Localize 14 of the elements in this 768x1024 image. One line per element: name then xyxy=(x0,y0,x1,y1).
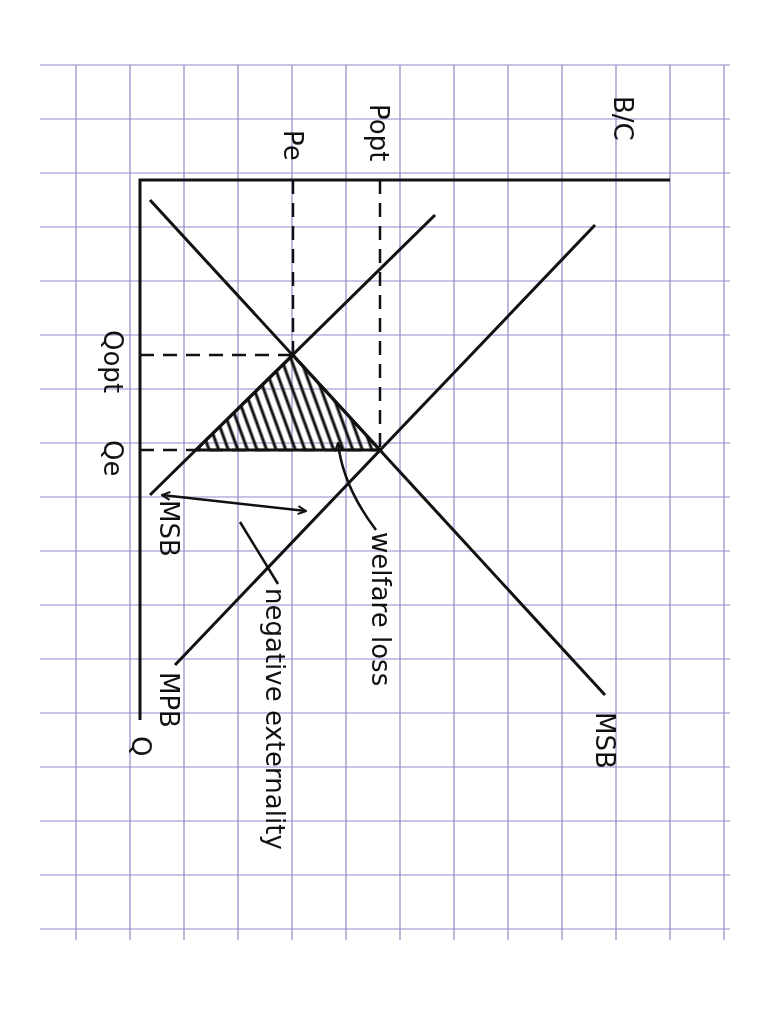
annotation-text: welfare loss xyxy=(366,532,396,687)
annotation-text: negative externality xyxy=(260,588,290,850)
quantity-label: Qe xyxy=(98,440,128,477)
leader-line xyxy=(238,521,280,585)
quantity-label: Qopt xyxy=(98,330,128,394)
arrow xyxy=(334,442,377,531)
curve-label: MPB xyxy=(154,672,184,728)
axis-label: Q xyxy=(126,736,156,757)
price-label: Popt xyxy=(364,104,394,162)
price-label: Pe xyxy=(278,130,308,161)
axis-label: B/C xyxy=(608,96,638,141)
curve-label: MSB xyxy=(154,500,184,557)
shaded-triangle xyxy=(192,352,384,452)
curve-label: MSB xyxy=(590,712,620,769)
